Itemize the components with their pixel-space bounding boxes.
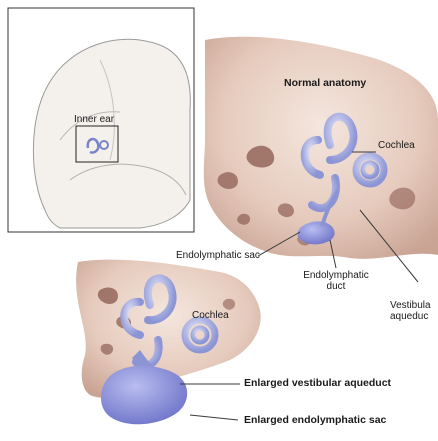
inner-ear-label: Inner ear (74, 114, 114, 125)
normal-anatomy-label: Normal anatomy (284, 78, 366, 89)
vestibular-line2: aqueduc (390, 311, 431, 322)
cochlea-label-bottom: Cochlea (192, 310, 229, 321)
vestibular-aqueduct-label: Vestibula aqueduc (390, 300, 431, 322)
enlarged-endolymphatic-sac-shape (101, 366, 187, 425)
enlarged-vestibular-aqueduct-label: Enlarged vestibular aqueduct (244, 378, 391, 389)
endolymphatic-sac-label: Endolymphatic sac (176, 250, 260, 261)
vestibular-line1: Vestibula (390, 300, 431, 311)
endolymphatic-duct-label: Endolymphatic duct (296, 270, 376, 292)
endolymphatic-duct-line2: duct (296, 281, 376, 292)
enlarged-endolymphatic-sac-label: Enlarged endolymphatic sac (244, 415, 386, 426)
endolymphatic-duct-line1: Endolymphatic (296, 270, 376, 281)
cochlea-label-top: Cochlea (378, 140, 415, 151)
